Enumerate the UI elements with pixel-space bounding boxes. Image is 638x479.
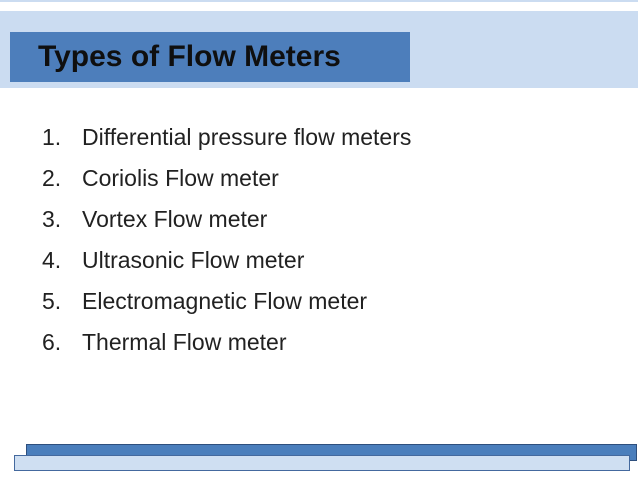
list-item-label: Thermal Flow meter [82,329,287,355]
list-item-label: Differential pressure flow meters [82,124,412,150]
list-item-number: 5. [42,288,62,314]
list-item-label: Coriolis Flow meter [82,165,279,191]
list-item: 2. Coriolis Flow meter [42,158,411,199]
list-item-number: 4. [42,247,62,273]
list-item: 4. Ultrasonic Flow meter [42,240,411,281]
top-edge-strip [0,0,638,2]
list-item-number: 1. [42,124,62,150]
list-item-label: Ultrasonic Flow meter [82,247,305,273]
list-item: 5. Electromagnetic Flow meter [42,281,411,322]
list-item: 3. Vortex Flow meter [42,199,411,240]
list-item-number: 6. [42,329,62,355]
flow-meter-list: 1. Differential pressure flow meters 2. … [42,117,411,363]
list-item-label: Electromagnetic Flow meter [82,288,368,314]
footer-bar-light [14,455,630,471]
list-item-number: 3. [42,206,62,232]
title-box: Types of Flow Meters [10,32,410,82]
slide-title: Types of Flow Meters [38,40,341,73]
list-item: 6. Thermal Flow meter [42,322,411,363]
list-item: 1. Differential pressure flow meters [42,117,411,158]
list-item-number: 2. [42,165,62,191]
list-item-label: Vortex Flow meter [82,206,268,232]
